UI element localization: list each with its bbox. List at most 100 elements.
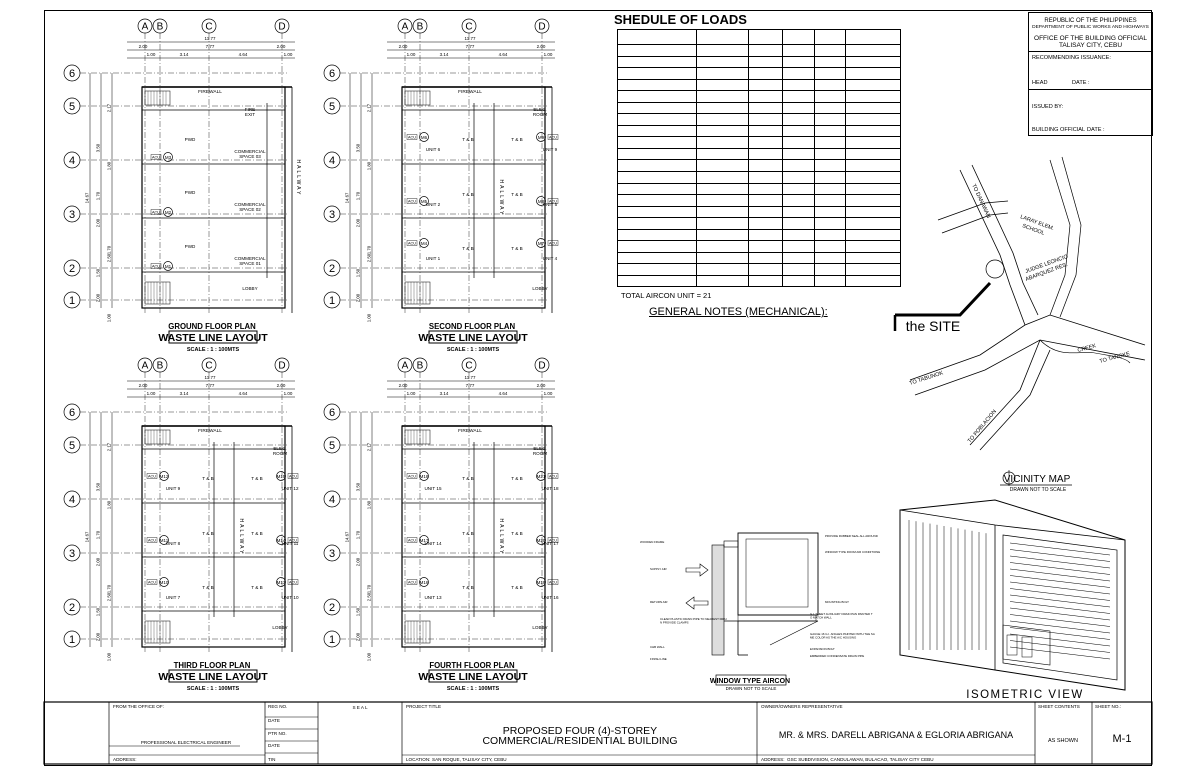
grid-row-label: 4 — [329, 494, 335, 506]
dim-label: 1.50 — [96, 268, 101, 277]
owner-address-value: GSC SUBDIVISION, CANDULAWAN, BULACAO, TA… — [787, 757, 934, 762]
road-edge — [959, 169, 1026, 326]
dim-label: 2.50 — [107, 592, 112, 601]
acu-bubble — [536, 535, 546, 545]
owner-label: OWNER/OWNERS REPRESENTATIVE — [761, 704, 843, 709]
dim-label: 11.77 — [465, 36, 476, 41]
table-cell — [617, 228, 697, 242]
acu-box — [406, 240, 418, 246]
road-label: TO TABUNOK — [909, 370, 945, 387]
owner-address-label: ADDRESS: — [761, 757, 785, 762]
table-cell — [748, 274, 783, 288]
table-cell — [782, 228, 815, 242]
table-cell — [617, 44, 697, 57]
table-cell — [845, 90, 901, 103]
stairs-top — [144, 90, 171, 305]
table-cell — [814, 113, 846, 126]
grid-row-label: 2 — [329, 602, 335, 614]
table-cell — [617, 217, 697, 230]
road-edge — [941, 212, 1009, 234]
table-row — [617, 240, 901, 253]
table-cell — [617, 90, 697, 103]
contents-label: SHEET CONTENTS — [1038, 704, 1080, 709]
acu-tag: M15 — [277, 474, 286, 479]
table-cell — [814, 171, 846, 184]
table-cell — [617, 113, 697, 126]
ptr-label: PTR NO. — [268, 731, 287, 736]
acu-tag: M6 — [421, 135, 428, 140]
dim-label: 1.80 — [107, 161, 112, 170]
acu-bubble — [536, 132, 546, 142]
sill — [723, 540, 739, 548]
detail-label: RETURN AIR — [650, 600, 668, 604]
acu-label: ACU — [148, 581, 156, 585]
room-label: T & B — [511, 531, 522, 536]
room-label: COMMERCIAL — [234, 149, 266, 154]
room-label: ELEC. — [533, 446, 546, 451]
acu-box — [406, 537, 418, 543]
table-cell — [748, 147, 783, 161]
iso-louver — [1009, 601, 1111, 614]
acu-label: ACU — [549, 200, 557, 204]
vicinity-title: VICINITY MAP — [1004, 474, 1071, 485]
dim-label: 2.50 — [367, 592, 372, 601]
room-label: UNIT 5 — [543, 202, 558, 207]
acu-label: ACU — [152, 265, 160, 269]
table-cell — [782, 251, 815, 265]
dim-label: 2.00 — [96, 293, 101, 302]
plan-scale: SCALE : 1 : 100MTS — [447, 347, 500, 353]
room-label: UNIT 8 — [166, 541, 181, 546]
dim-label: 7.77 — [466, 44, 475, 49]
table-cell — [748, 55, 783, 69]
table-cell — [782, 67, 815, 80]
dim-label: 2.17 — [367, 103, 372, 112]
acu-box — [150, 154, 162, 160]
site-circle — [985, 259, 1005, 279]
acu-tag: M2 — [165, 210, 172, 215]
stairs-top — [144, 429, 171, 644]
room-label: UNIT 9 — [166, 486, 181, 491]
grid-row-label: 1 — [69, 634, 75, 646]
table-cell — [696, 147, 749, 161]
acu-label: ACU — [408, 136, 416, 140]
dim-label: 2.50 — [107, 253, 112, 262]
table-cell — [617, 182, 697, 196]
acu-tag: M7 — [538, 241, 545, 246]
grid-col-label: A — [142, 361, 149, 372]
grid-row-label: 5 — [329, 440, 335, 452]
acu-bubble — [536, 238, 546, 248]
grid-col-label: A — [142, 22, 149, 33]
table-cell — [748, 171, 783, 184]
table-cell — [814, 194, 846, 207]
dim-label: 1.80 — [107, 500, 112, 509]
grid-col-label: D — [278, 22, 285, 33]
table-row — [617, 205, 901, 219]
grid-row-label: 6 — [329, 68, 335, 80]
table-cell — [845, 55, 901, 69]
location-value: SAN ROQUE, TALISAY CITY, CEBU — [432, 757, 507, 762]
office-text: OFFICE OF THE BUILDING OFFICIAL — [1034, 35, 1147, 42]
acu-tag: M16 — [420, 580, 429, 585]
acu-box — [547, 579, 559, 585]
dim-label: 2.00 — [139, 383, 148, 388]
stair-box — [144, 90, 171, 106]
stairs-top — [404, 90, 431, 305]
acu-label: ACU — [148, 475, 156, 479]
dim-label: 1.50 — [356, 268, 361, 277]
detail-label: FINISH LINE — [650, 657, 667, 661]
acu-label: ACU — [549, 581, 557, 585]
hallway-label: HALLWAY — [498, 180, 504, 217]
grid-row-label: 1 — [69, 295, 75, 307]
room-label: FIREWALL — [458, 428, 482, 434]
acu-box — [406, 134, 418, 140]
dim-label: 2.00 — [399, 44, 408, 49]
table-cell — [845, 124, 901, 138]
grid-col-label: D — [538, 22, 545, 33]
table-cell — [696, 205, 749, 219]
grid-col-label: B — [417, 22, 424, 33]
table-cell — [782, 263, 815, 276]
aircon-body — [737, 532, 819, 616]
stair-box — [404, 281, 431, 305]
building-outline — [141, 86, 286, 309]
acu-box — [547, 473, 559, 479]
